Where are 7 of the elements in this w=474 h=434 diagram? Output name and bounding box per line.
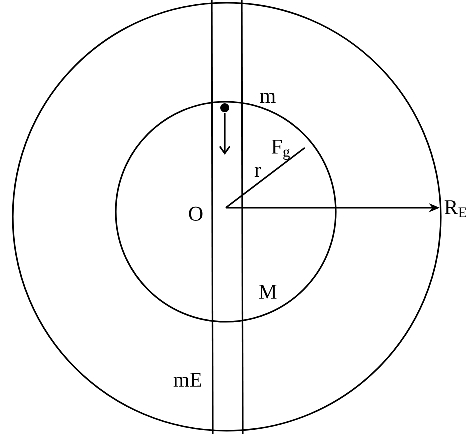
force-label: F$_{g}$	[272, 140, 290, 160]
center-label: O	[189, 206, 203, 222]
mass-label: mE	[174, 373, 202, 387]
mass-label: m	[260, 93, 276, 103]
mass-label: M	[259, 285, 277, 299]
radius-label: r	[254, 167, 262, 177]
radius-label: R$_{E}$	[444, 200, 467, 218]
